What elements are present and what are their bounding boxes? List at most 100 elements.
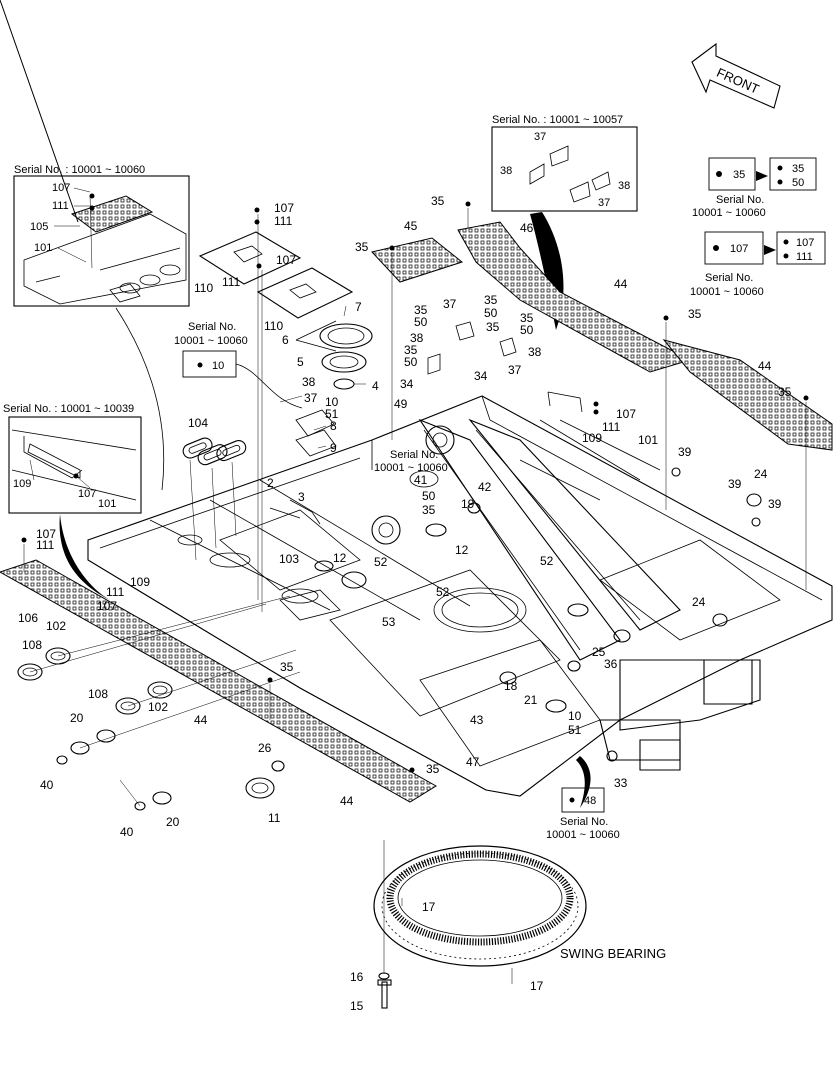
callout: 40 xyxy=(40,778,54,792)
callout: 17 xyxy=(530,979,544,993)
callout: 35 xyxy=(422,503,436,517)
callout: 109 xyxy=(13,478,31,490)
callout: 37 xyxy=(443,297,457,311)
callout: 35 xyxy=(778,385,792,399)
detail-box-top-left: Serial No. : 10001 ~ 10060 107 111 105 1… xyxy=(13,164,190,307)
callout: 52 xyxy=(436,585,450,599)
callout: 38 xyxy=(302,375,316,389)
hardware-details xyxy=(21,201,809,773)
callout: 37 xyxy=(304,391,318,405)
callout: 35 xyxy=(484,293,498,307)
callout: 37 xyxy=(534,131,546,143)
upper-frame xyxy=(87,395,833,797)
leader-wedge xyxy=(576,756,591,808)
callout: 10 xyxy=(325,395,339,409)
callout: 51 xyxy=(325,407,339,421)
callout: 111 xyxy=(222,275,241,289)
callout: 50 xyxy=(422,489,436,503)
callout: 24 xyxy=(692,595,706,609)
callout: 35 xyxy=(355,240,369,254)
swing-bearing xyxy=(373,840,587,1009)
callout: 19 xyxy=(461,497,475,511)
callout: 15 xyxy=(350,999,364,1013)
callout: 20 xyxy=(70,711,84,725)
callout: 110 xyxy=(194,281,213,295)
serial-note: Serial No. xyxy=(560,816,608,828)
callout: 107 xyxy=(52,182,70,194)
callout: 39 xyxy=(678,445,692,459)
callout: 48 xyxy=(584,795,596,807)
serial-note: Serial No. : 10001 ~ 10057 xyxy=(492,114,623,126)
serial-range: 10001 ~ 10060 xyxy=(374,462,448,474)
callout: 20 xyxy=(166,815,180,829)
serial-note: Serial No. xyxy=(705,272,753,284)
callout: 43 xyxy=(470,713,484,727)
serial-note: Serial No. xyxy=(390,449,438,461)
callout: 35 xyxy=(431,194,445,208)
callout: 107 xyxy=(796,237,814,249)
leader-line xyxy=(115,307,165,491)
callout: 50 xyxy=(484,306,498,320)
serial-note: Serial No. : 10001 ~ 10060 xyxy=(14,164,145,176)
callout: 6 xyxy=(282,333,289,347)
callout: 101 xyxy=(98,498,116,510)
serial-box-48: 48 Serial No. 10001 ~ 10060 xyxy=(546,787,620,841)
serial-range: 10001 ~ 10060 xyxy=(174,335,248,347)
callout: 46 xyxy=(520,221,534,235)
callout: 50 xyxy=(414,315,428,329)
callout: 10 xyxy=(568,709,582,723)
callout: 107 xyxy=(36,527,56,541)
callout: 42 xyxy=(478,480,492,494)
callout: 38 xyxy=(500,165,512,177)
grommets xyxy=(17,437,762,811)
callout: 109 xyxy=(130,575,150,589)
swing-bearing-label: SWING BEARING xyxy=(560,946,666,961)
callout: 17 xyxy=(422,900,436,914)
callout: 35 xyxy=(688,307,702,321)
callout: 2 xyxy=(267,476,274,490)
serial-box-10: Serial No. 10001 ~ 10060 10 xyxy=(174,321,303,409)
covers-110 xyxy=(198,214,354,612)
callout: 35 xyxy=(280,660,294,674)
callout: 51 xyxy=(568,723,582,737)
callout: 50 xyxy=(520,323,534,337)
callout: 38 xyxy=(528,345,542,359)
callout: 34 xyxy=(400,377,414,391)
callout: 104 xyxy=(188,416,208,430)
substitution-107-111: 107 107 111 Serial No. 10001 ~ 10060 xyxy=(690,231,826,298)
callout: 106 xyxy=(18,611,38,625)
callout: 45 xyxy=(404,219,418,233)
callout: 38 xyxy=(410,331,424,345)
callout: 21 xyxy=(524,693,538,707)
callout: 8 xyxy=(330,419,337,433)
callout: 44 xyxy=(758,359,772,373)
callout: 24 xyxy=(754,467,768,481)
callout: 5 xyxy=(297,355,304,369)
callout: 37 xyxy=(598,197,610,209)
callout: 35 xyxy=(404,343,418,357)
serial-range: 10001 ~ 10060 xyxy=(546,829,620,841)
callout: 52 xyxy=(374,555,388,569)
callout: 33 xyxy=(614,776,628,790)
callout: 111 xyxy=(52,200,69,212)
callout: 108 xyxy=(88,687,108,701)
callout: 103 xyxy=(279,552,299,566)
callout: 41 xyxy=(414,473,428,487)
callout: 102 xyxy=(148,700,168,714)
serial-note-center: Serial No. 10001 ~ 10060 xyxy=(374,449,448,474)
callout: 109 xyxy=(582,431,602,445)
serial-range: 10001 ~ 10060 xyxy=(692,207,766,219)
callout: 35 xyxy=(733,169,745,181)
callout: 12 xyxy=(333,551,347,565)
callout: 35 xyxy=(486,320,500,334)
callout: 53 xyxy=(382,615,396,629)
callout: 26 xyxy=(258,741,272,755)
callout: 3 xyxy=(298,490,305,504)
callout: 110 xyxy=(264,319,283,333)
callout: 107 xyxy=(78,488,96,500)
callout: 9 xyxy=(330,441,337,455)
callout: 36 xyxy=(604,657,618,671)
callout-labels: 2 3 4 5 6 7 8 9 10 51 37 38 11 12 12 16 … xyxy=(18,194,792,1013)
callout: 105 xyxy=(30,221,48,233)
